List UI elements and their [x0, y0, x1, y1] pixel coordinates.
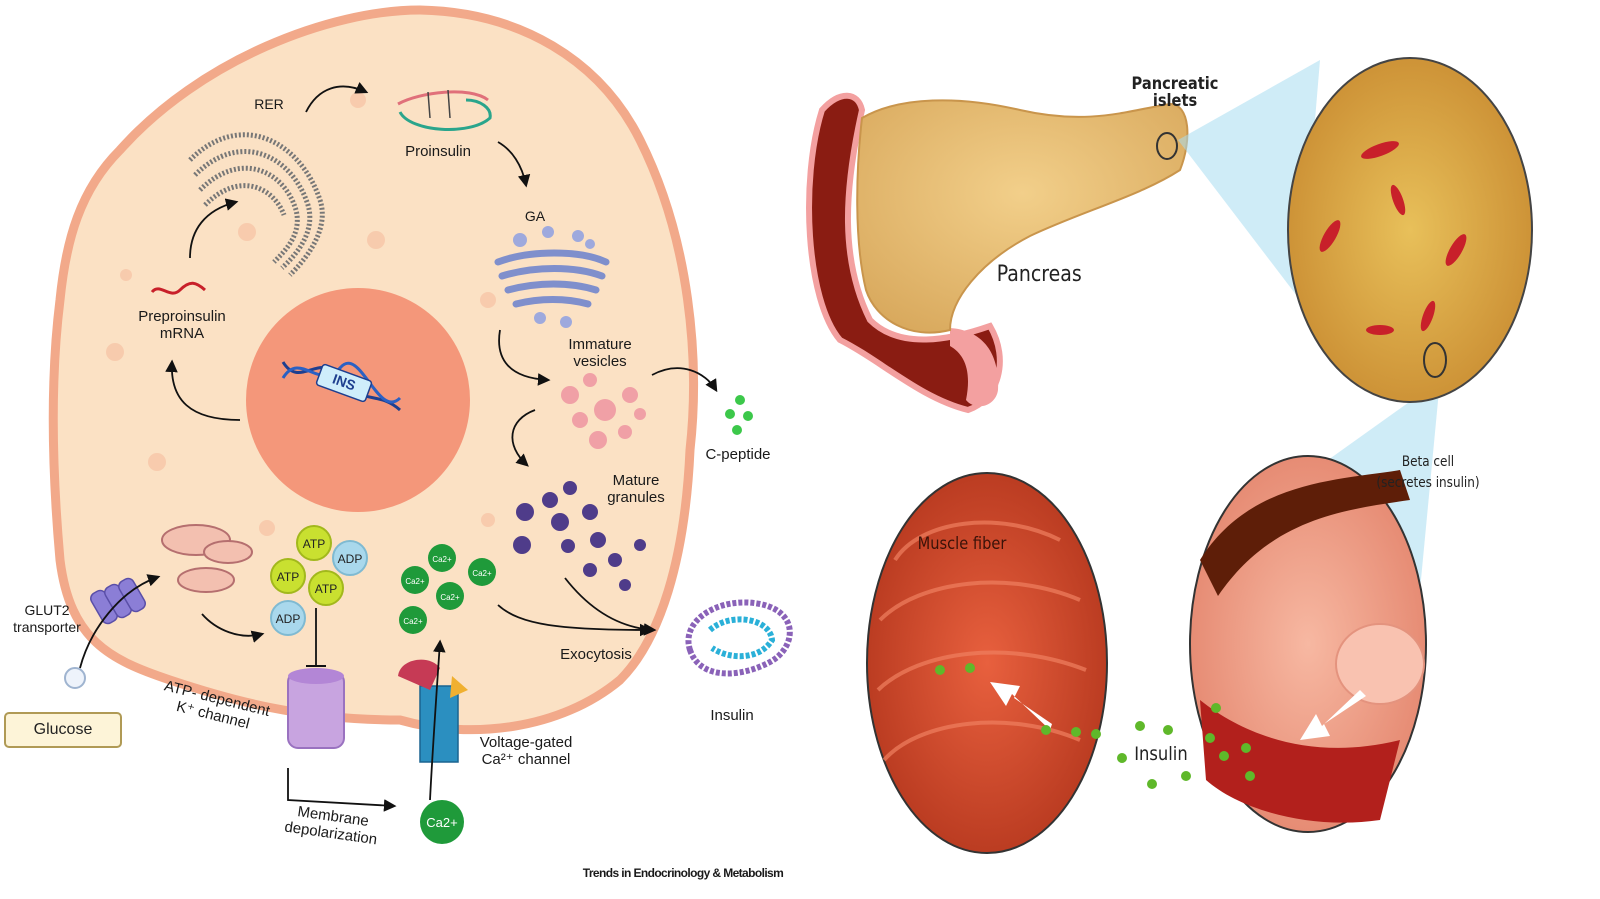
- svg-text:Ca2+: Ca2+: [432, 555, 452, 564]
- preproinsulin-label: Preproinsulin mRNA: [130, 308, 234, 342]
- beta-cell-label-line1: Beta cell: [1401, 454, 1455, 470]
- glut2-label: GLUT2 transporter: [2, 602, 92, 636]
- c-peptide-dots: [725, 395, 753, 435]
- islet-magnified: [1287, 57, 1533, 403]
- svg-text:Ca2+: Ca2+: [440, 593, 460, 602]
- vgcc-label: Voltage-gated Ca²⁺ channel: [468, 734, 584, 768]
- exocytosis-label: Exocytosis: [560, 646, 632, 663]
- adp-ball: ADP: [270, 600, 306, 636]
- glut2-label-line1: GLUT2: [24, 602, 70, 618]
- rer-icon: [188, 132, 325, 277]
- pancreas-label: Pancreas: [996, 262, 1082, 287]
- vgcc-label-line1: Voltage-gated: [479, 734, 573, 751]
- beta-cell-marker: [1423, 342, 1447, 378]
- glut2-label-line2: transporter: [13, 619, 81, 635]
- proinsulin-label: Proinsulin: [405, 143, 471, 160]
- insulin-arrow-beta: [1300, 690, 1366, 740]
- ins-gene-tag: [315, 363, 373, 403]
- glucose-molecule: [64, 667, 86, 689]
- immature-vesicles-label-line1: Immature: [568, 336, 632, 353]
- svg-text:Ca2+: Ca2+: [426, 815, 457, 830]
- pathway-arrows: [79, 82, 718, 812]
- atp-ball: ATP: [270, 558, 306, 594]
- calcium-ion: Ca2+: [399, 606, 427, 634]
- golgi-icon: [494, 249, 610, 308]
- calcium-ion: Ca2+: [401, 566, 429, 594]
- journal-credit: Trends in Endocrinology & Metabolism: [582, 866, 784, 880]
- insulin-arrow-muscle: [990, 682, 1052, 730]
- katp-channel-icon: [287, 668, 345, 749]
- svg-text:ATP: ATP: [315, 582, 337, 596]
- immature-vesicles-label-line2: vesicles: [573, 353, 627, 370]
- beta-cell-label: Beta cell (secretes insulin): [1375, 452, 1482, 494]
- glucose-box: Glucose: [4, 712, 122, 748]
- blood-vessel: [1200, 700, 1400, 823]
- calcium-ion: Ca2+: [436, 582, 464, 610]
- svg-text:Ca2+: Ca2+: [405, 577, 425, 586]
- rer-label: RER: [254, 96, 284, 112]
- beta-cell-nucleus: [1335, 623, 1425, 705]
- ga-label: GA: [524, 208, 546, 224]
- pancreatic-islets-label: Pancreatic islets: [1131, 74, 1219, 111]
- svg-text:ATP: ATP: [277, 570, 299, 584]
- muscle-striations: [876, 520, 1087, 762]
- pancreas-illustration: [806, 57, 1533, 854]
- calcium-ion: Ca2+: [468, 558, 496, 586]
- svg-text:ATP: ATP: [303, 537, 325, 551]
- proinsulin-icon: [397, 89, 492, 131]
- cell-wall: [1200, 470, 1410, 596]
- pancreas-body: [856, 99, 1189, 334]
- insulin-molecule-label: Insulin: [710, 707, 754, 724]
- atp-ball: ATP: [296, 525, 332, 561]
- mature-granules-label-line1: Mature: [612, 472, 660, 489]
- calcium-ion: Ca2+: [428, 544, 456, 572]
- beta-cell-label-line2: (secretes insulin): [1376, 475, 1480, 491]
- svg-text:Ca2+: Ca2+: [403, 617, 423, 626]
- svg-text:ADP: ADP: [276, 612, 301, 626]
- svg-text:ADP: ADP: [338, 552, 363, 566]
- mature-granules-label: Mature granules: [596, 472, 676, 506]
- immature-vesicles-label: Immature vesicles: [556, 336, 644, 370]
- calcium-ion-outside: Ca2+: [420, 800, 464, 844]
- preproinsulin-label-line1: Preproinsulin: [138, 308, 226, 325]
- vgcc-label-line2: Ca²⁺ channel: [481, 751, 571, 768]
- glut2-icon: [90, 577, 146, 625]
- atp-ball: ATP: [308, 570, 344, 606]
- duodenum-tail: [950, 328, 999, 407]
- beta-cell-diagram: ATP ADP ATP ATP ADP Ca2+ Ca2+ Ca2+ Ca2+ …: [48, 5, 793, 844]
- svg-text:Ca2+: Ca2+: [472, 569, 492, 578]
- insulin-molecule-icon: [685, 599, 793, 677]
- adp-ball: ADP: [332, 540, 368, 576]
- mrna-icon: [150, 281, 206, 295]
- immature-vesicles: [561, 373, 646, 449]
- insulin-dots: [935, 663, 1255, 789]
- cytoplasm-granules: [106, 92, 496, 536]
- vgcc-icon: [398, 659, 468, 763]
- c-peptide-label: C-peptide: [705, 446, 771, 463]
- preproinsulin-label-line2: mRNA: [159, 325, 205, 342]
- golgi-vesicles: [513, 226, 595, 328]
- mature-granules-label-line2: granules: [607, 489, 665, 506]
- islet-marker: [1156, 132, 1178, 160]
- projection-beam: [1178, 60, 1320, 300]
- insulin-label-right: Insulin: [1134, 743, 1188, 765]
- islet-red-cells: [1319, 141, 1467, 335]
- mitochondria-icon: [161, 524, 253, 593]
- muscle-fiber-magnified: [866, 472, 1108, 854]
- mature-granules: [513, 481, 646, 591]
- muscle-fiber-label: Muscle fiber: [917, 534, 1007, 554]
- duodenum: [806, 92, 1003, 414]
